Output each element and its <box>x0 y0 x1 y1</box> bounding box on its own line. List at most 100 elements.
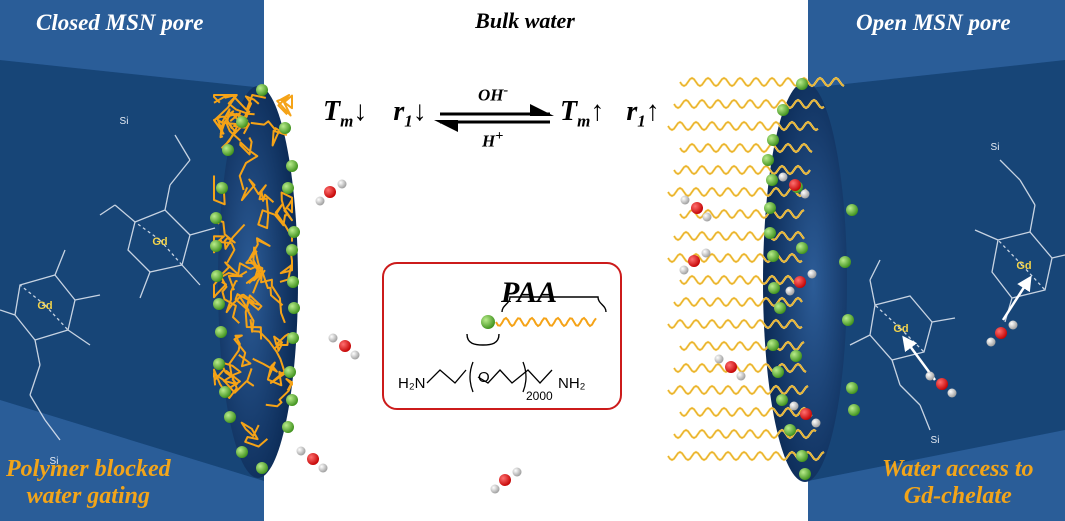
open-pore-caption-line2: Gd-chelate <box>903 483 1012 509</box>
anchor-bead <box>846 382 858 394</box>
si-label-right: Si <box>931 435 940 446</box>
eq-left-tm-arrow: ↓ <box>353 96 368 127</box>
water-molecule <box>296 446 328 473</box>
eq-left-r-sub: 1 <box>404 111 413 131</box>
linker-repeat-count: 2000 <box>526 389 553 403</box>
anchor-bead <box>764 202 776 214</box>
eq-left-tm-sub: m <box>340 111 354 131</box>
open-pore-title: Open MSN pore <box>856 10 1011 35</box>
water-molecule <box>785 269 817 296</box>
eq-left-side: Tm↓ r1↓ <box>323 96 427 132</box>
gd-label-left-1: Gd <box>152 236 167 248</box>
anchor-bead <box>215 326 227 338</box>
anchor-bead <box>288 226 300 238</box>
anchor-bead <box>764 227 776 239</box>
equilibrium-arrows <box>434 104 554 132</box>
eq-right-tm: T <box>560 96 578 127</box>
anchor-bead <box>286 244 298 256</box>
anchor-bead <box>796 78 808 90</box>
si-label-left: Si <box>50 456 59 467</box>
anchor-bead <box>286 160 298 172</box>
anchor-bead <box>236 116 248 128</box>
extended-paa-chains <box>667 76 845 462</box>
gd-label-left-2: Gd <box>37 300 52 312</box>
gd-chelate-right-1 <box>974 159 1065 323</box>
eq-right-tm-sub: m <box>577 111 591 131</box>
anchor-bead <box>224 411 236 423</box>
anchor-bead <box>766 174 778 186</box>
gd-label-right-1: Gd <box>1016 260 1031 272</box>
bulk-water-title: Bulk water <box>475 8 575 33</box>
si-label-left-top: Si <box>120 116 129 127</box>
left-anchor-beads <box>210 84 300 474</box>
linker-nh2-label: NH₂ <box>558 375 586 392</box>
tangled-chain <box>265 378 293 408</box>
tangled-chain <box>240 178 275 204</box>
anchor-bead <box>839 256 851 268</box>
tangled-chain <box>279 250 293 283</box>
tangled-chain <box>276 94 293 117</box>
anchor-bead <box>256 84 268 96</box>
paa-label: PAA <box>501 276 558 309</box>
gd-chelate-left-1 <box>99 134 216 299</box>
gd-chelate-left-2 <box>0 249 101 441</box>
gd-label-right-2: Gd <box>893 323 908 335</box>
anchor-bead <box>256 462 268 474</box>
eq-left-r-arrow: ↓ <box>412 96 427 127</box>
eq-left-r: r <box>393 96 405 127</box>
water-molecule <box>925 371 957 398</box>
water-molecules <box>296 172 1018 494</box>
tangled-chain <box>221 116 249 149</box>
right-pore-panel <box>808 0 1065 521</box>
anchor-bead <box>767 250 779 262</box>
anchor-bead <box>784 424 796 436</box>
anchor-bead <box>213 358 225 370</box>
anchor-bead <box>796 450 808 462</box>
anchor-bead <box>842 314 854 326</box>
anchor-bead <box>287 276 299 288</box>
anchor-bead <box>210 240 222 252</box>
closed-pore-title: Closed MSN pore <box>36 10 204 35</box>
reverse-condition-label: H+ <box>482 128 504 151</box>
anchor-bead <box>846 204 858 216</box>
si-label-right-top: Si <box>991 142 1000 153</box>
closed-pore-caption-line2: water gating <box>26 483 150 509</box>
anchor-bead <box>767 134 779 146</box>
tangled-chain <box>238 137 259 191</box>
closed-pore-caption-line1: Polymer blocked <box>6 456 171 482</box>
tangled-chain <box>219 361 242 386</box>
tangled-chain <box>219 261 240 324</box>
water-molecule <box>680 195 712 222</box>
anchor-bead <box>772 366 784 378</box>
eq-right-r: r <box>626 96 638 127</box>
anchor-bead <box>284 366 296 378</box>
linker-o-label: O <box>478 369 490 386</box>
anchor-bead <box>848 404 860 416</box>
open-pore-caption-line1: Water access to <box>882 456 1034 482</box>
anchor-bead <box>211 270 223 282</box>
water-molecule <box>778 172 810 199</box>
anchor-bead <box>286 394 298 406</box>
anchor-bead <box>216 182 228 194</box>
anchor-bead <box>776 394 788 406</box>
tangled-chain <box>234 293 263 340</box>
anchor-bead <box>774 302 786 314</box>
tangled-chain <box>253 330 286 384</box>
anchor-bead <box>767 339 779 351</box>
anchor-bead <box>777 104 789 116</box>
anchor-bead <box>279 122 291 134</box>
gd-chelate-right-2 <box>849 259 956 431</box>
open-pore-caption: Water access to Gd-chelate <box>882 456 1034 510</box>
tangled-chain <box>213 175 226 206</box>
tangled-chain <box>245 237 271 284</box>
water-molecule <box>679 248 711 275</box>
tangled-chain <box>228 334 252 368</box>
tangled-chain <box>213 94 242 142</box>
water-molecule <box>315 179 347 206</box>
anchor-bead <box>222 144 234 156</box>
right-anchor-beads <box>762 78 860 480</box>
anchor-bead <box>790 350 802 362</box>
closed-pore-caption: Polymer blocked water gating <box>6 456 171 510</box>
